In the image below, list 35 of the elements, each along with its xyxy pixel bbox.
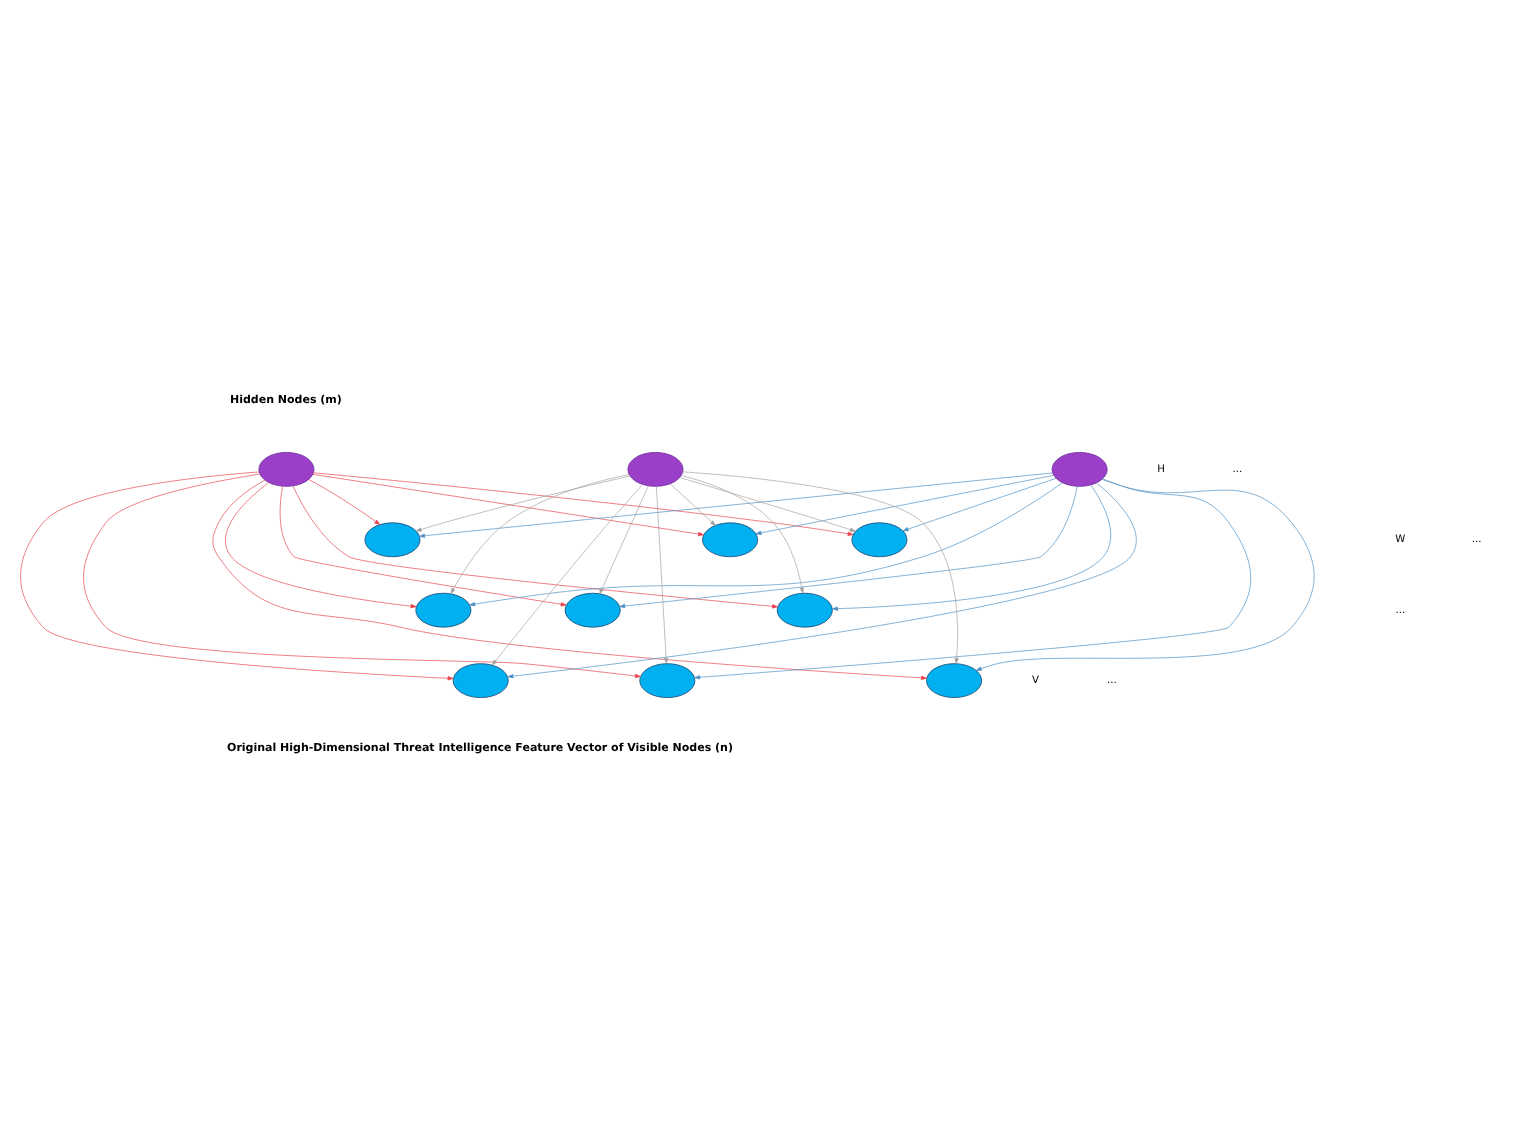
arrow: [656, 485, 669, 663]
arrow: [469, 481, 1063, 606]
arrow: [832, 483, 1112, 610]
node-circle: [415, 591, 472, 627]
node-circle: [1051, 451, 1108, 486]
arrow: [225, 481, 417, 608]
arrow: [694, 477, 1252, 679]
arrow: [292, 484, 778, 608]
arrow: [279, 484, 567, 606]
arrow: [212, 478, 927, 679]
arrow: [669, 482, 716, 525]
arrow: [975, 477, 1315, 670]
arrow: [491, 483, 643, 665]
arrow: [755, 474, 1054, 534]
arrow: [419, 471, 1053, 537]
node-circle: [258, 451, 315, 486]
node-circle: [776, 591, 833, 627]
arrow: [415, 474, 631, 531]
arrow: [313, 471, 854, 535]
arrow: [679, 476, 856, 531]
arrow: [20, 470, 454, 680]
arrow: [680, 474, 804, 593]
arrow: [312, 473, 704, 536]
arrow: [83, 472, 641, 678]
arrow: [682, 470, 959, 663]
arrow: [308, 478, 381, 524]
node-circle: [627, 451, 684, 486]
node-circle: [452, 662, 509, 697]
node-circle: [564, 591, 621, 627]
arrow: [619, 484, 1078, 608]
arrow: [902, 477, 1057, 531]
node-circle: [639, 662, 696, 697]
arrow: [507, 481, 1137, 678]
arrow: [599, 484, 649, 594]
arrow: [450, 473, 630, 594]
